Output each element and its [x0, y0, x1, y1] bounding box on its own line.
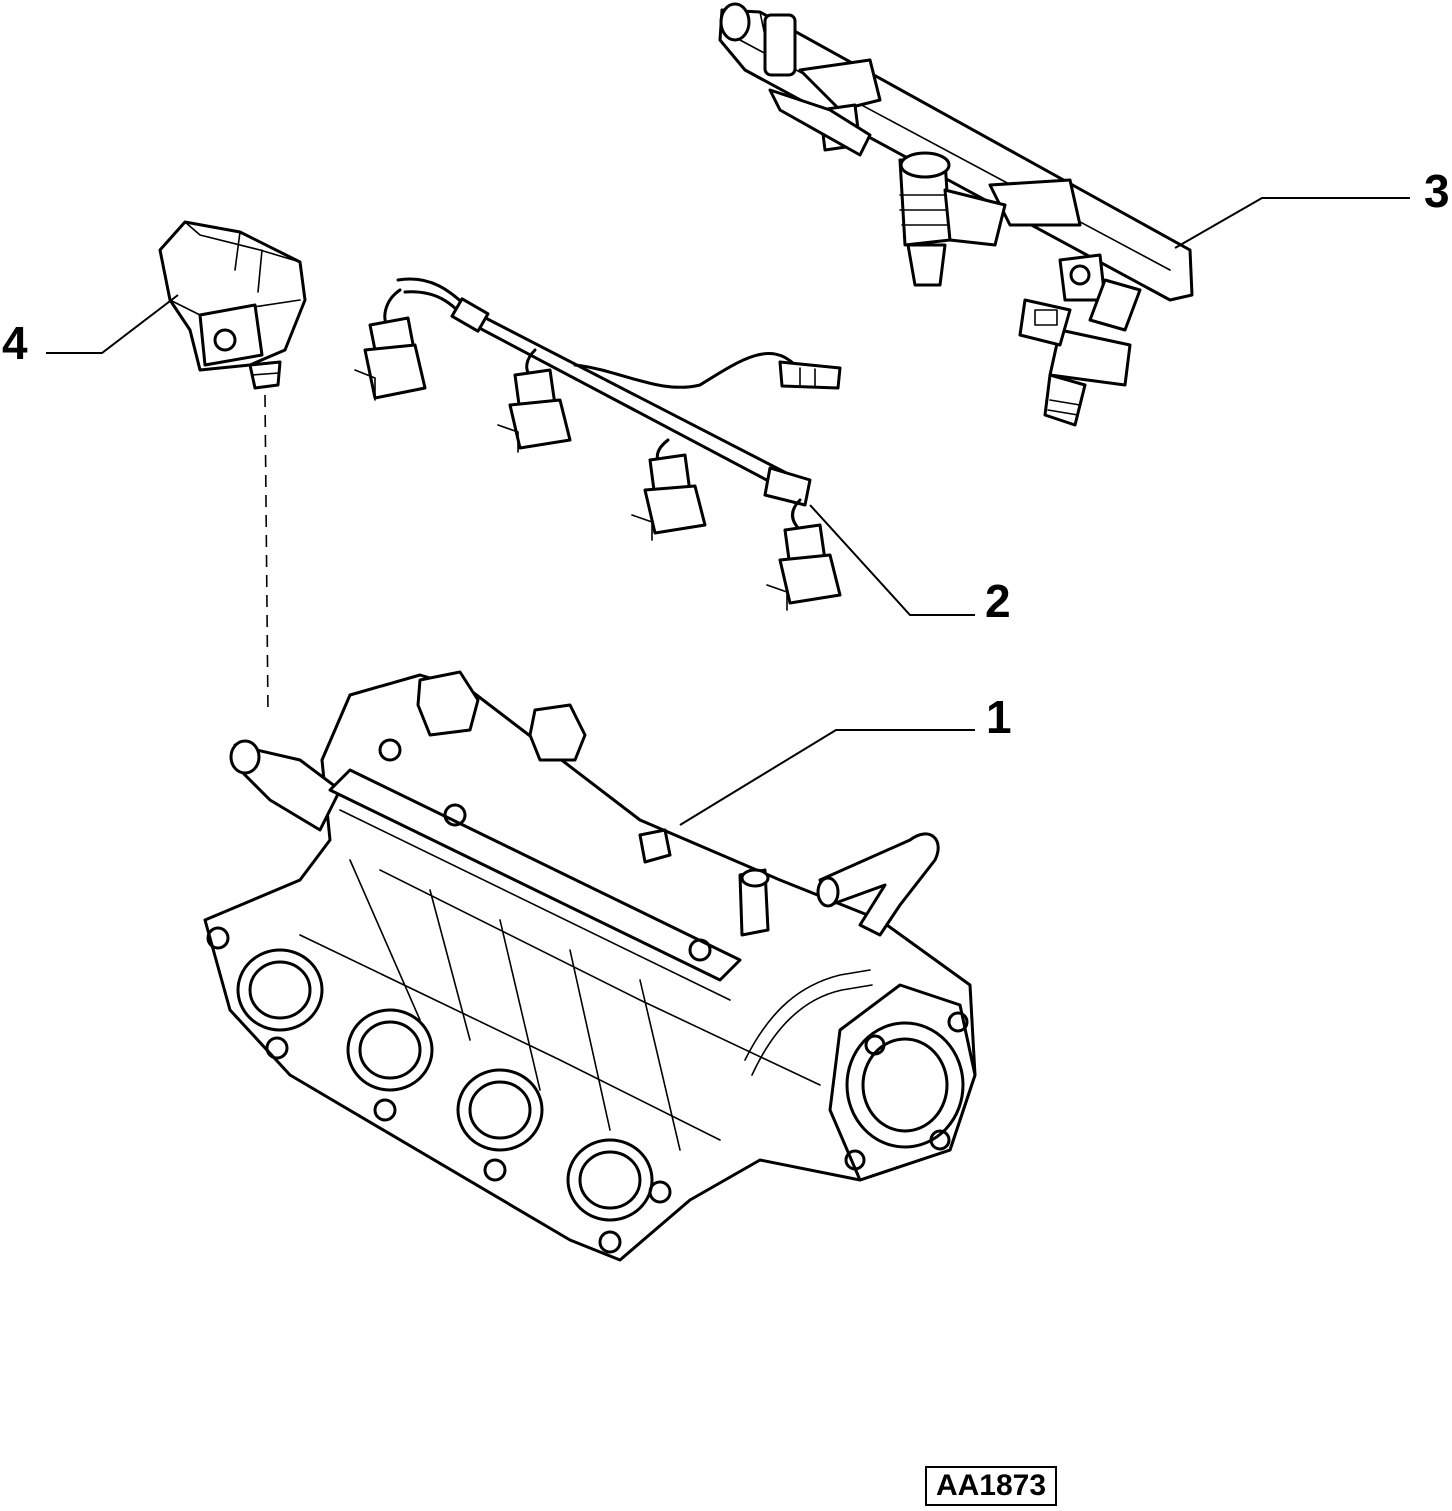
fuel-rail-with-injectors-drawing: [718, 2, 1194, 427]
leader-lines: [46, 197, 1410, 826]
alignment-dashed-line: [264, 394, 269, 716]
pressure-sensor-drawing: [158, 220, 307, 390]
injector-wiring-harness-drawing: [354, 277, 842, 611]
callout-4: 4: [2, 317, 28, 369]
intake-manifold-drawing: [203, 670, 977, 1262]
callout-2: 2: [985, 575, 1011, 627]
callout-1: 1: [986, 691, 1012, 743]
callout-3: 3: [1424, 165, 1450, 217]
reference-code-box: AA1873: [925, 1466, 1057, 1506]
